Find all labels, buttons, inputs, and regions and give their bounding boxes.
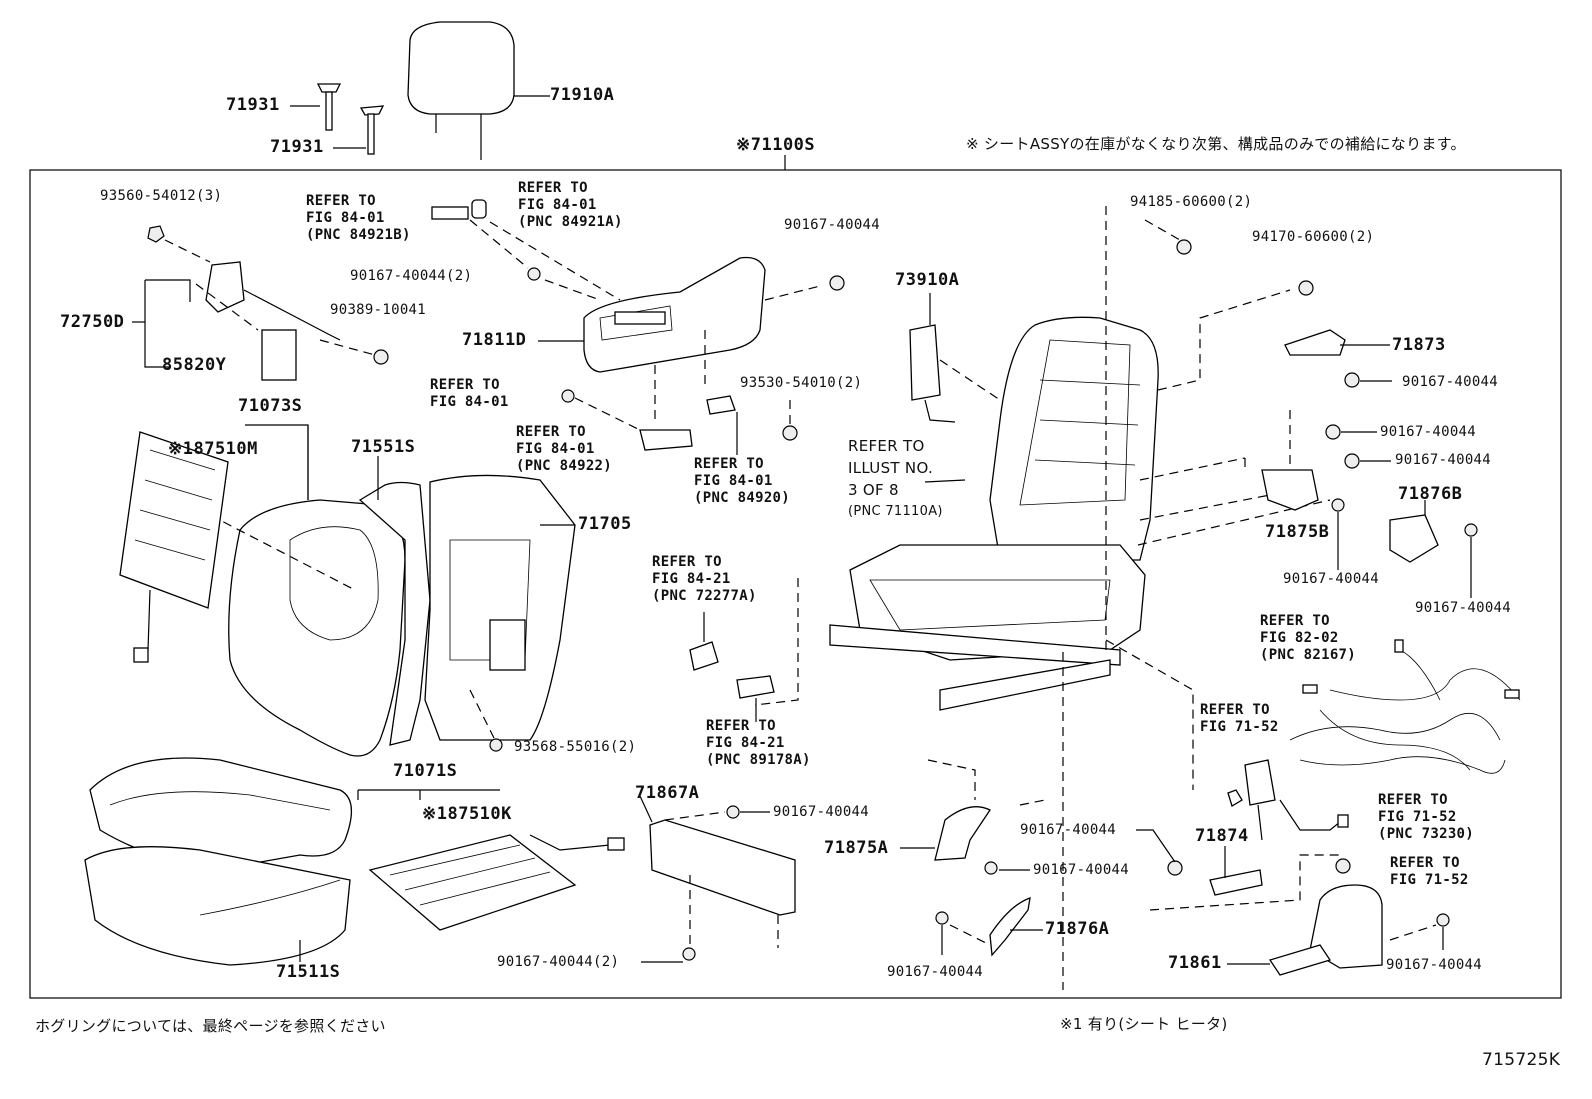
part-71931-upper: 71931 [226,95,280,115]
part-90167-m5: 90167-40044 [1386,957,1483,973]
part-187510M: ※187510M [168,439,258,459]
note-assy-supply: ※ シートASSYの在庫がなくなり次第、構成品のみでの補給になります。 [966,135,1466,153]
recliner-cable-drawing [132,225,389,381]
part-71873: 71873 [1392,335,1446,355]
part-71875B: 71875B [1265,522,1330,542]
part-94170: 94170-60600(2) [1252,229,1375,245]
trim-71867A [649,819,796,916]
cover-71875A [934,806,991,861]
part-90167-r4: 90167-40044 [1283,571,1380,587]
switch-knob-b [471,199,487,219]
part-71511S: 71511S [276,962,341,982]
nut-94185 [1176,239,1192,255]
part-90167-r3: 90167-40044 [1395,452,1492,468]
part-93568: 93568-55016(2) [514,739,637,755]
part-71073S: 71073S [238,396,303,416]
cover-71876A [989,897,1031,957]
part-71867A: 71867A [635,783,700,803]
part-93560: 93560-54012(3) [100,188,223,204]
connector-72277A [689,641,719,671]
switch-knob-a [431,206,469,220]
part-71705: 71705 [578,514,632,534]
part-71874: 71874 [1195,826,1249,846]
airbag-drawing [909,324,941,401]
part-71811D: 71811D [462,330,527,350]
part-187510K: ※187510K [422,804,512,824]
part-90167-m1: 90167-40044 [773,804,870,820]
bracket-71874 [1209,869,1263,896]
switch-84922 [639,429,693,451]
assy-label: ※71100S [736,135,816,155]
headrest-guide-drawing [290,83,385,155]
note-seat-heater: ※1 有り(シート ヒータ) [1060,1015,1228,1033]
note-hog-ring: ホグリングについては、最終ページを参照ください [35,1017,386,1035]
seat-frame-drawing [754,206,1331,990]
bracket-71873 [1284,329,1346,356]
headrest-drawing [407,21,550,160]
part-90167-2-upper: 90167-40044(2) [350,268,473,284]
figure-id: 715725K [1482,1050,1561,1070]
part-72750D: 72750D [60,312,125,332]
part-85820Y: 85820Y [162,355,227,375]
part-93530: 93530-54010(2) [740,375,863,391]
part-71861: 71861 [1168,953,1222,973]
part-90167-r2: 90167-40044 [1380,424,1477,440]
nut-94170 [1298,280,1314,296]
part-71910A: 71910A [550,85,615,105]
cover-71876B [1389,514,1439,563]
part-90389: 90389-10041 [330,302,427,318]
switch-84920 [706,395,736,415]
part-71071S: 71071S [393,761,458,781]
part-90167-m3: 90167-40044 [1033,862,1130,878]
part-71875A: 71875A [824,838,889,858]
part-90167-m2: 90167-40044 [1020,822,1117,838]
seatback-cover-drawing [209,424,576,757]
part-90167-top: 90167-40044 [784,217,881,233]
cover-71875B [1261,469,1319,511]
part-71876A: 71876A [1045,919,1110,939]
diagram-frame [29,169,1562,999]
part-71931-lower: 71931 [270,137,324,157]
seat-cushion-drawing [84,757,500,966]
part-90167-2-lower: 90167-40044(2) [497,954,620,970]
belt-buckle [1244,759,1276,806]
part-90167-m4: 90167-40044 [887,964,984,980]
part-90167-r5: 90167-40044 [1415,600,1512,616]
wire-harness-drawing [1289,639,1521,774]
bolt-71874 [1167,860,1183,876]
part-71551S: 71551S [351,437,416,457]
side-shield-drawing [538,256,821,420]
cover-71861 [1309,884,1383,969]
part-90167-r1: 90167-40044 [1402,374,1499,390]
part-94185: 94185-60600(2) [1130,194,1253,210]
part-71876B: 71876B [1398,484,1463,504]
part-73910A: 73910A [895,270,960,290]
heater-mat-k [368,834,577,931]
connector-89178A [736,675,775,699]
